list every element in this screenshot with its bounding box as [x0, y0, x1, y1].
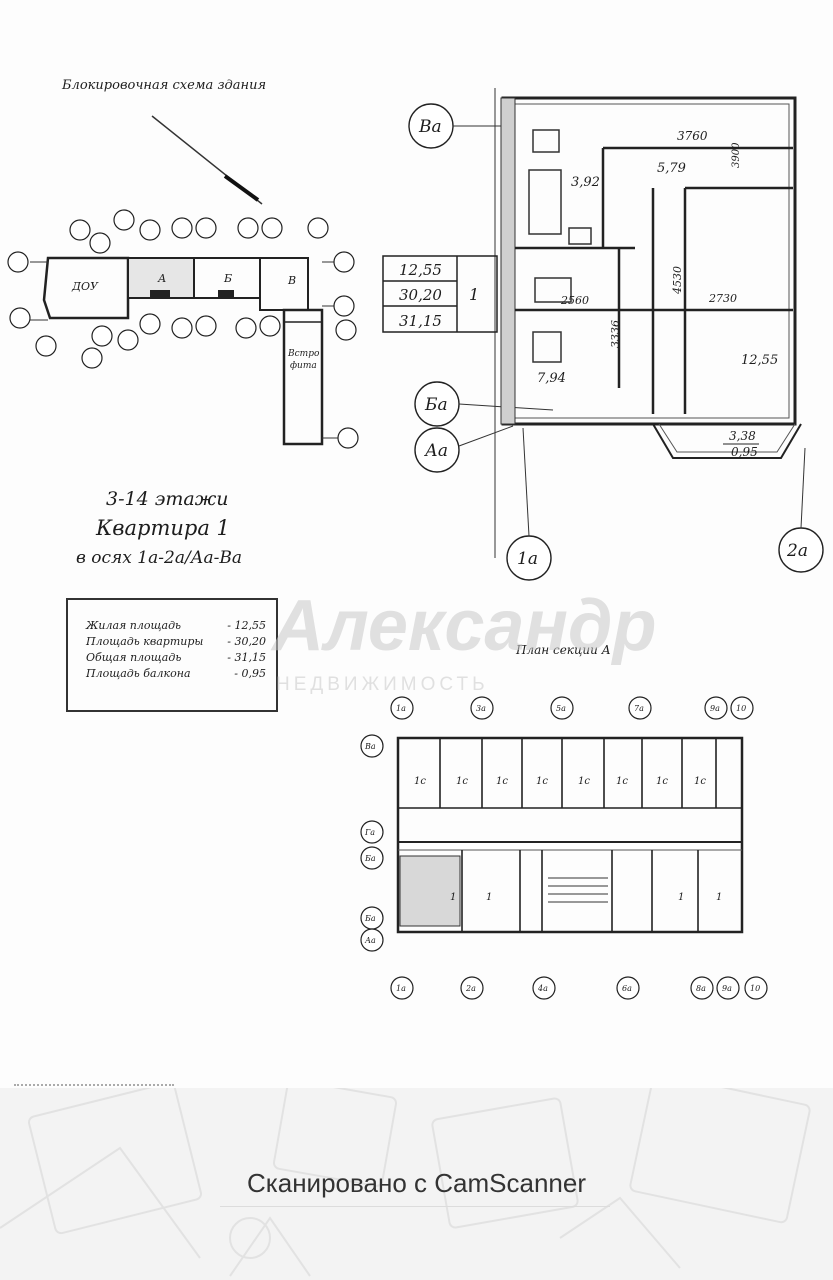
- room-mark-5: 1с: [578, 776, 590, 787]
- axis-1a: 1а: [517, 549, 538, 569]
- room-mark-8: 1с: [694, 776, 706, 787]
- room-mark-3: 1с: [496, 776, 508, 787]
- floors-label: 3-14 этажи: [106, 488, 229, 510]
- left-axis-va: Ва: [364, 742, 376, 751]
- bottom-axis-6a: 6а: [622, 984, 632, 993]
- dim-2730: 2730: [708, 292, 737, 305]
- watermark-brand: Александр: [272, 586, 657, 666]
- area-table-value-3: 31,15: [399, 312, 442, 330]
- dim-2560: 2560: [560, 294, 589, 307]
- area-table-apartment-no: 1: [469, 285, 479, 304]
- dim-4530: 4530: [671, 266, 684, 295]
- block-b-label: Б: [223, 272, 232, 285]
- vstro-label: Встро: [287, 349, 320, 359]
- block-v-label: В: [287, 274, 296, 287]
- dim-3900: 3900: [731, 142, 742, 168]
- section-plan-drawing: 1с 1с 1с 1с 1с 1с 1с 1с 1 1 1 1 1а 3а 5а…: [360, 696, 768, 1000]
- block-a-label: А: [157, 272, 166, 285]
- bottom-axis-2a: 2а: [465, 984, 476, 993]
- section-plan-title: План секции А: [516, 643, 611, 657]
- top-axis-10: 10: [736, 704, 746, 713]
- room-area-living: 12,55: [741, 353, 778, 368]
- camscanner-footer: [0, 1088, 833, 1280]
- balcony-area-total: 3,38: [729, 429, 756, 443]
- footer-divider: [220, 1206, 610, 1207]
- axis-ba: Ба: [424, 395, 448, 415]
- top-axis-3a: 3а: [476, 704, 486, 713]
- top-axis-5a: 5а: [556, 704, 566, 713]
- left-axis-ba-1: Ба: [364, 854, 376, 863]
- room-mark-1: 1с: [414, 776, 426, 787]
- room-mark-6: 1с: [616, 776, 628, 787]
- area-row-balcony: Площадь балкона- 0,95: [86, 667, 266, 680]
- room-mark-2: 1с: [456, 776, 468, 787]
- bottom-axis-9a: 9а: [722, 984, 732, 993]
- left-axis-aa: Аа: [364, 936, 376, 945]
- room-mark-7: 1с: [656, 776, 668, 787]
- area-row-living: Жилая площадь- 12,55: [86, 619, 266, 632]
- top-axis-7a: 7а: [634, 704, 644, 713]
- top-axis-1a: 1а: [396, 704, 406, 713]
- dou-label: ДОУ: [71, 280, 99, 293]
- room-mark-4: 1с: [536, 776, 548, 787]
- area-row-total: Общая площадь- 31,15: [86, 651, 266, 664]
- apartment-label: Квартира 1: [96, 516, 230, 540]
- room-mark-12: 1: [716, 892, 722, 903]
- balcony-area-reduced: 0,95: [731, 445, 758, 459]
- room-area-hall: 5,79: [657, 161, 686, 176]
- room-area-kitchen: 7,94: [537, 371, 566, 386]
- area-table-value-1: 12,55: [399, 261, 442, 279]
- blocking-scheme-title: Блокировочная схема здания: [62, 78, 267, 93]
- area-summary-box: Жилая площадь- 12,55 Площадь квартиры- 3…: [66, 598, 278, 712]
- watermark-sub: НЕДВИЖИМОСТЬ: [276, 674, 489, 695]
- room-mark-9: 1: [450, 892, 456, 903]
- blocking-scheme-drawing: ДОУ А Б В Встро фита: [7, 115, 359, 449]
- left-axis-ba-2: Ба: [364, 914, 376, 923]
- bottom-axis-10: 10: [750, 984, 760, 993]
- bottom-axis-4a: 4а: [537, 984, 548, 993]
- axes-label: в осях 1а-2а/Аа-Ва: [76, 548, 243, 568]
- room-mark-11: 1: [678, 892, 684, 903]
- dim-3760: 3760: [677, 129, 708, 143]
- scan-edge-line: [14, 1084, 174, 1086]
- axis-aa: Аа: [424, 441, 448, 461]
- scanned-document-page: Блокировочная схема здания: [7, 78, 824, 1086]
- fit-label: фита: [290, 361, 317, 371]
- bottom-axis-1a: 1а: [396, 984, 406, 993]
- room-mark-10: 1: [486, 892, 492, 903]
- dim-3336: 3336: [609, 320, 622, 348]
- left-axis-ga: Га: [364, 828, 375, 837]
- top-axis-9a: 9а: [710, 704, 720, 713]
- room-area-bath: 3,92: [571, 175, 600, 190]
- axis-va: Ва: [418, 117, 442, 137]
- area-row-apartment: Площадь квартиры- 30,20: [86, 635, 266, 648]
- camscanner-label: Сканировано с CamScanner: [247, 1168, 586, 1198]
- area-table-value-2: 30,20: [399, 286, 442, 304]
- footer-pattern: [0, 1088, 811, 1277]
- axis-2a: 2а: [786, 541, 808, 561]
- bottom-axis-8a: 8а: [696, 984, 706, 993]
- apartment-floor-plan: 12,55 30,20 31,15 1 Ва Ба Аа 1а 2а 3760 …: [382, 88, 824, 581]
